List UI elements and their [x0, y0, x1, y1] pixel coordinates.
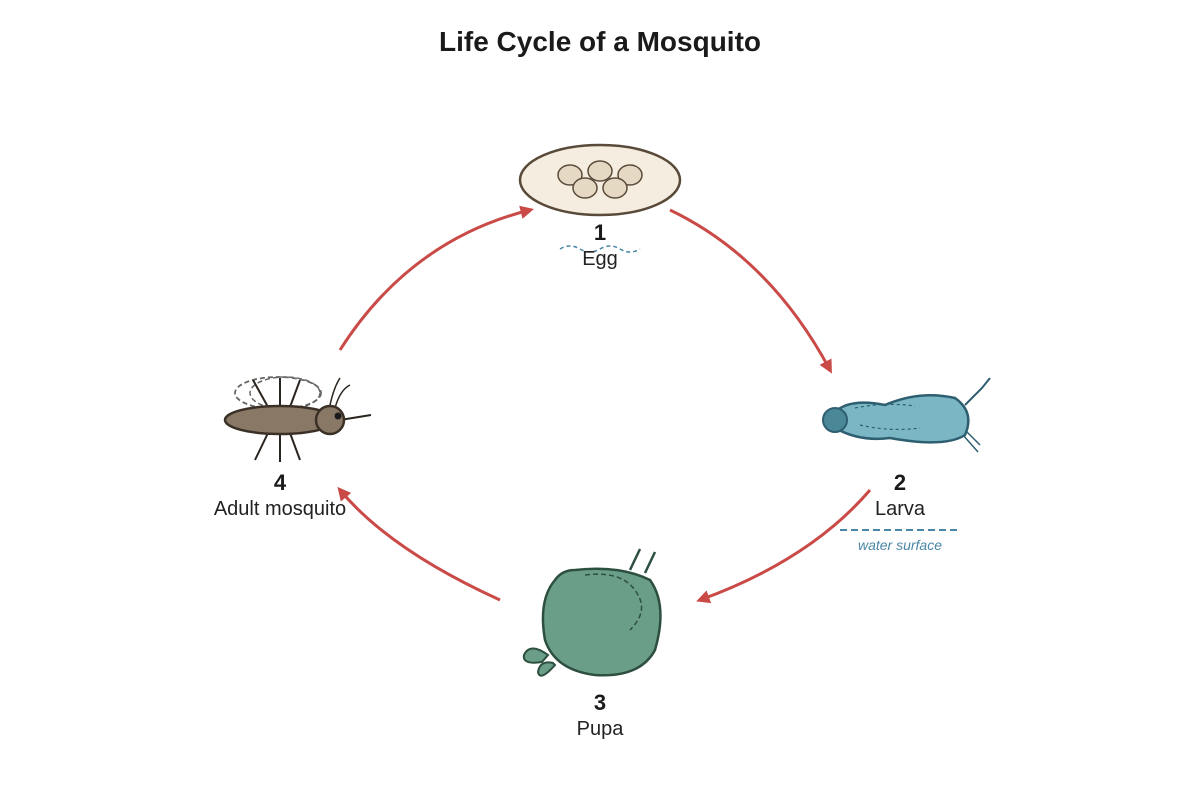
arrow-egg-to-larva: [669, 208, 832, 374]
larva-icon: [822, 377, 991, 453]
arrow-adult-to-egg: [338, 205, 534, 351]
stage-label: Adult mosquito: [214, 498, 346, 520]
water-surface-label: water surface: [858, 537, 942, 553]
stage-egg: 1 Egg: [518, 143, 682, 270]
stage-larva: 2 Larva water surface: [822, 377, 991, 553]
diagram-title: Life Cycle of a Mosquito: [439, 26, 761, 57]
stage-label: Egg: [582, 248, 618, 270]
stage-label: Larva: [875, 498, 926, 520]
stage-pupa: 3 Pupa: [522, 548, 662, 740]
stage-number: 1: [594, 220, 606, 245]
wing-icon: [234, 376, 322, 410]
stage-number: 4: [274, 470, 287, 495]
water-ripple-icon: [559, 245, 641, 253]
cycle-arrows: [337, 205, 872, 604]
adult-mosquito-icon: [223, 376, 372, 462]
egg-raft-icon: [518, 143, 682, 217]
arrow-larva-to-pupa: [696, 489, 872, 604]
stage-number: 3: [594, 690, 606, 715]
stage-adult: 4 Adult mosquito: [214, 376, 372, 520]
stage-label: Pupa: [577, 718, 625, 740]
arrow-pupa-to-adult: [337, 486, 501, 602]
stage-number: 2: [894, 470, 906, 495]
pupa-icon: [522, 548, 662, 677]
